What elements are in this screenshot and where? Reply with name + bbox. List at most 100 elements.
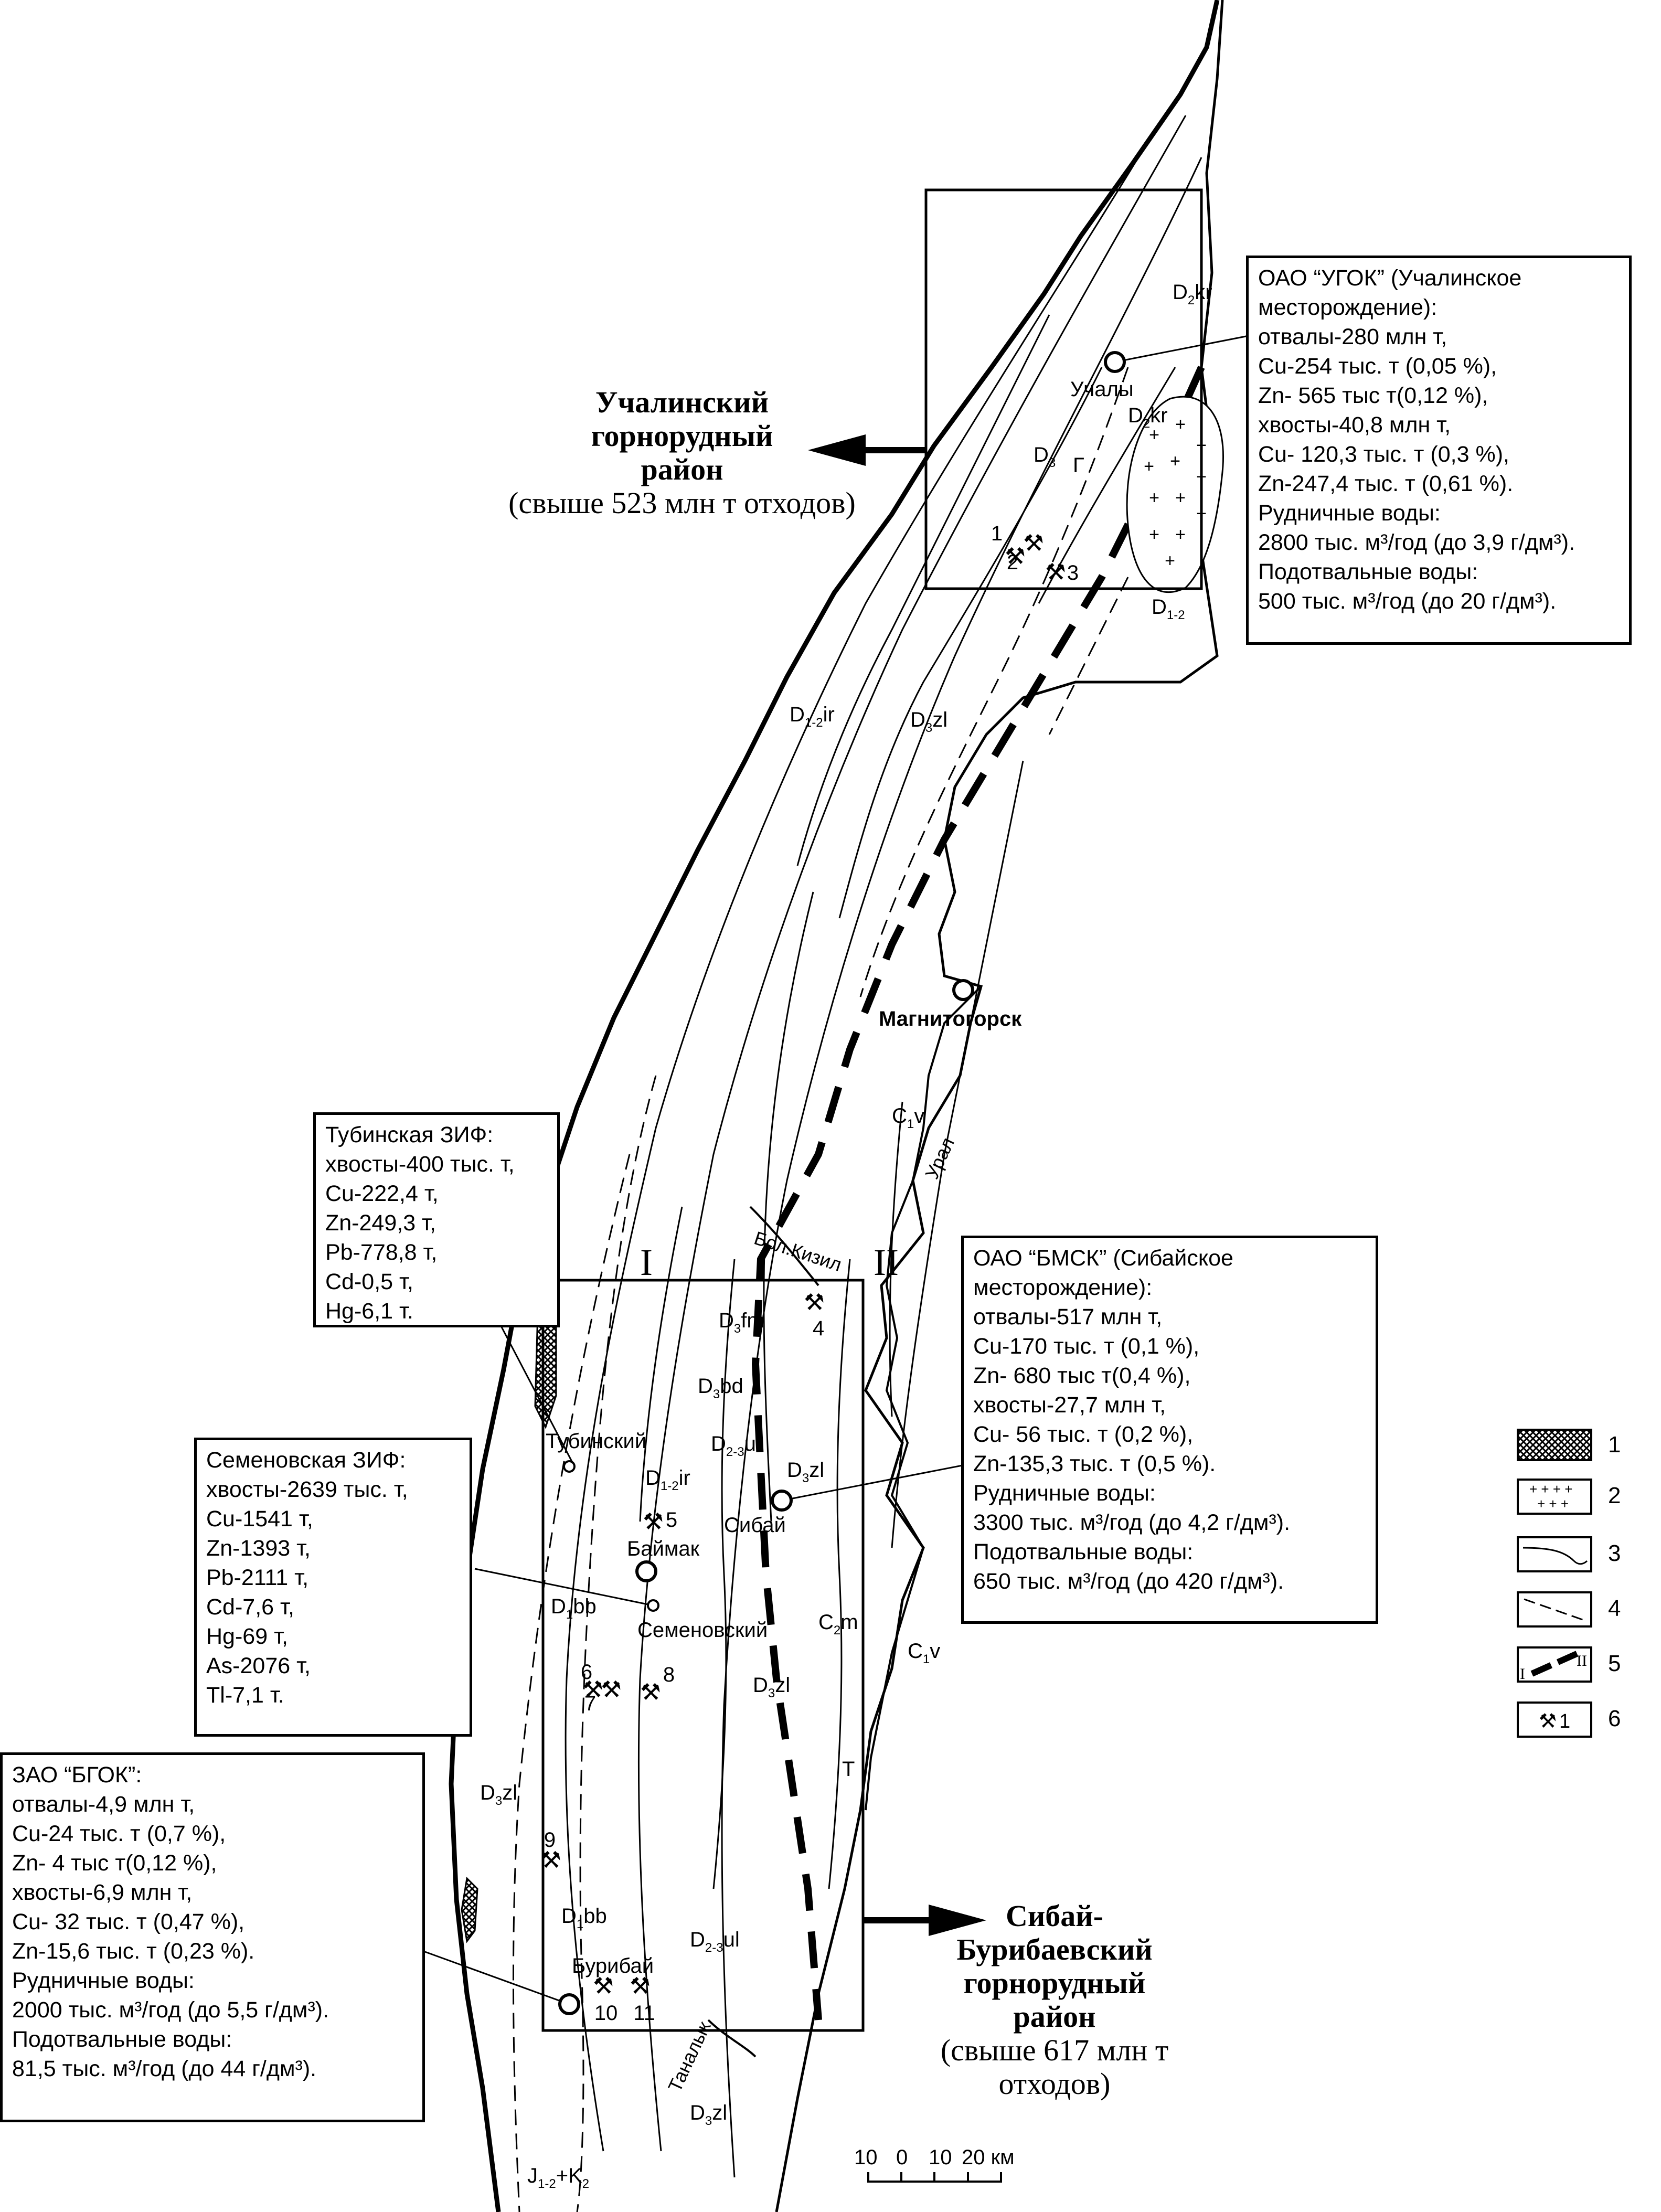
info-line: Cu-170 тыс. т (0,1 %),: [973, 1334, 1200, 1359]
baymak-marker: [635, 1560, 657, 1582]
region-title-line: горнорудный: [591, 419, 773, 453]
legend-number: 3: [1608, 1540, 1621, 1566]
legend-swatch-ultramafic: [1517, 1429, 1592, 1461]
info-line: Zn-135,3 тыс. т (0,5 %).: [973, 1451, 1216, 1476]
info-line: хвосты-6,9 млн т,: [12, 1880, 193, 1905]
geo-c2m: C2m: [818, 1611, 858, 1637]
mine-number: 4: [813, 1317, 824, 1340]
info-line: Zn-15,6 тыс. т (0,23 %).: [12, 1939, 255, 1964]
legend-swatch-zone-boundary: [1517, 1646, 1592, 1683]
info-line: Zn-1393 т,: [206, 1536, 311, 1561]
mine-number: 1: [991, 522, 1003, 545]
mine-icon: ⚒: [640, 1679, 661, 1706]
geo-c1v-south: C1v: [908, 1640, 940, 1666]
semenov-info-box: Семеновская ЗИФ: хвосты-2639 тыс. т, Cu-…: [194, 1438, 472, 1737]
info-line: Zn- 565 тыс т(0,12 %),: [1258, 383, 1488, 408]
region-title-line: (свыше 523 млн т отходов): [508, 486, 856, 520]
scale-tick: 10: [854, 2146, 878, 2169]
scale-tick: 0: [896, 2146, 908, 2169]
mine-number: 2: [1007, 551, 1018, 574]
legend-number: 5: [1608, 1651, 1621, 1676]
info-line: 500 тыс. м³/год (до 20 г/дм³).: [1258, 589, 1557, 614]
city-label-tubinsky: Тубинский: [546, 1430, 646, 1453]
legend-number: 6: [1608, 1706, 1621, 1731]
buribay-marker: [558, 1993, 580, 2015]
geo-d3-north: D3: [1034, 443, 1056, 470]
settlement-markers: [563, 1460, 659, 1612]
svg-text:+: +: [1165, 551, 1175, 571]
scale-tick: 20 км: [962, 2146, 1015, 2169]
info-line: Семеновская ЗИФ:: [206, 1448, 406, 1473]
info-line: Рудничные воды:: [12, 1968, 195, 1993]
geo-d3zl-west: D3zl: [480, 1781, 517, 1808]
info-line: ЗАО “БГОК”:: [12, 1762, 142, 1788]
info-line: Тубинская ЗИФ:: [325, 1122, 494, 1147]
legend-mine-index: 1: [1559, 1710, 1570, 1732]
dashed-boundaries: [512, 367, 1129, 2212]
rivers: [707, 985, 982, 2058]
info-line: Cu-222,4 т,: [325, 1181, 439, 1206]
info-line: Рудничные воды:: [1258, 501, 1441, 526]
zone-label-two: II: [874, 1241, 899, 1283]
city-label-buribay: Бурибай: [572, 1954, 654, 1977]
info-line: As-2076 т,: [206, 1653, 311, 1678]
svg-text:+: +: [1149, 488, 1159, 508]
mine-icon: ⚒: [1045, 559, 1066, 586]
city-label-baymak: Баймак: [627, 1537, 700, 1560]
mine-number: 9: [544, 1828, 556, 1852]
info-line: Zn-247,4 тыс. т (0,61 %).: [1258, 471, 1514, 496]
river-label-bol-kizil: Бол.Кизил: [752, 1227, 845, 1275]
info-line: Cd-7,6 т,: [206, 1594, 294, 1620]
tubinsk-info-box: Тубинская ЗИФ: хвосты-400 тыс. т, Cu-222…: [313, 1112, 560, 1327]
uchaly-marker: [1104, 351, 1126, 373]
region-arrows: [808, 434, 986, 1936]
scale-tick: 10: [929, 2146, 952, 2169]
sibay-region-title: Сибай- Бурибаевский горнорудный район (с…: [892, 1899, 1217, 2101]
geo-g: Г: [1073, 454, 1084, 477]
geo-d3zl-south: D3zl: [690, 2101, 727, 2128]
mine-number: 8: [663, 1663, 675, 1686]
info-line: отвалы-4,9 млн т,: [12, 1792, 195, 1817]
legend-number: 4: [1608, 1596, 1621, 1621]
geo-d1bb-south: D1bb: [561, 1905, 607, 1931]
info-line: 2800 тыс. м³/год (до 3,9 г/дм³).: [1258, 530, 1575, 555]
info-line: Hg-69 т,: [206, 1624, 288, 1649]
svg-text:+: +: [1149, 425, 1159, 445]
info-line: месторождение):: [973, 1275, 1153, 1300]
city-markers: [558, 351, 1126, 2015]
mine-number: 5: [666, 1508, 677, 1532]
geo-d3fm: D3fm: [719, 1309, 764, 1336]
info-line: Cu- 120,3 тыс. т (0,3 %),: [1258, 442, 1509, 467]
info-line: Zn- 4 тыс т(0,12 %),: [12, 1851, 217, 1876]
city-label-sibay: Сибай: [724, 1514, 786, 1537]
info-line: Tl-7,1 т.: [206, 1683, 284, 1708]
region-title-line: район: [641, 452, 723, 486]
info-line: Pb-2111 т,: [206, 1565, 309, 1590]
svg-text:+ + + +: + + + +: [1529, 1481, 1572, 1497]
mine-icon: ⚒: [1005, 543, 1025, 570]
svg-text:+: +: [1149, 525, 1159, 545]
svg-text:+: +: [1175, 414, 1186, 434]
info-line: отвалы-280 млн т,: [1258, 324, 1447, 349]
mine-symbols: ⚒ ⚒ ⚒ ⚒ ⚒ ⚒ ⚒ ⚒ ⚒ ⚒ ⚒: [540, 530, 1066, 2000]
geo-d23ul-north: D2-3ul: [711, 1432, 761, 1459]
region-title-line: горнорудный: [963, 1966, 1146, 2000]
map-outline: [449, 0, 1220, 2212]
legend: 1 + + + + + + + 2 3 4 I II 5 ⚒ 1 6: [1517, 1429, 1621, 1738]
info-line: Pb-778,8 т,: [325, 1240, 438, 1265]
info-line: Cu-1541 т,: [206, 1506, 313, 1532]
info-line: Подотвальные воды:: [973, 1539, 1194, 1565]
city-label-semenovsky: Семеновский: [637, 1619, 768, 1642]
info-line: хвосты-40,8 млн т,: [1258, 412, 1451, 438]
ugok-info-box: ОАО “УГОК” (Учалинское месторождение): о…: [1246, 256, 1632, 645]
city-label-uchaly: Учалы: [1070, 378, 1134, 401]
geo-t: T: [842, 1758, 855, 1781]
info-line: 650 тыс. м³/год (до 420 г/дм³).: [973, 1569, 1284, 1594]
mine-icon: ⚒: [1539, 1709, 1557, 1732]
scale-bar: 10 0 10 20 км: [854, 2146, 1015, 2183]
region-title-line: Учалинский: [595, 385, 769, 419]
geo-d3zl-sibay: D3zl: [787, 1459, 824, 1485]
mine-icon: ⚒: [804, 1289, 824, 1316]
mine-numbers: 1 2 3 4 5 6 7 8 9 10 11: [544, 522, 1079, 2025]
region-title-line: район: [1013, 2000, 1096, 2034]
